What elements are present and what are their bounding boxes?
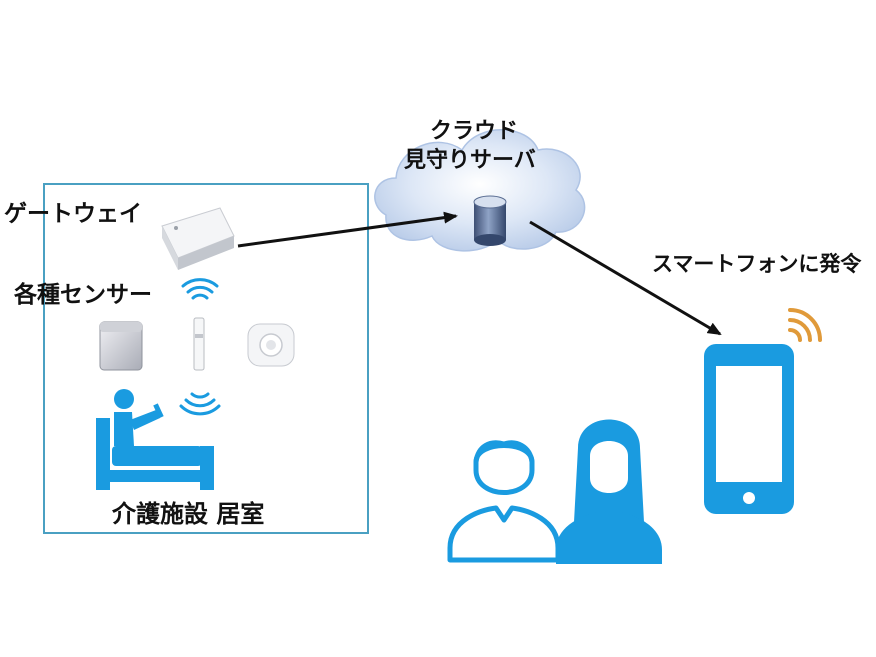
round-sensor-icon <box>247 323 295 367</box>
signal-icon <box>788 308 822 342</box>
cloud-label-line1: クラウド <box>430 119 519 144</box>
smartphone-alert-label: スマートフォンに発令 <box>652 252 862 276</box>
cloud-label-line2: 見守りサーバ <box>404 148 536 173</box>
door-sensor-icon <box>193 317 205 371</box>
wifi-icon <box>181 278 219 300</box>
person-in-bed-icon <box>96 389 214 490</box>
room-frame <box>43 183 369 534</box>
sensor-box-icon <box>99 321 143 371</box>
gateway-label: ゲートウェイ <box>4 201 142 227</box>
male-user-icon <box>447 440 561 563</box>
arrow-cloud-to-smartphone <box>529 220 722 336</box>
female-user-icon <box>556 419 662 564</box>
wifi-icon <box>179 392 221 416</box>
smartphone-icon <box>704 344 794 514</box>
room-label: 介護施設 居室 <box>112 500 265 528</box>
female-user-face <box>590 441 628 493</box>
gateway-device-icon <box>161 207 235 270</box>
arrow-gateway-to-cloud <box>237 211 458 248</box>
database-icon <box>473 195 507 246</box>
sensors-label: 各種センサー <box>14 282 152 308</box>
